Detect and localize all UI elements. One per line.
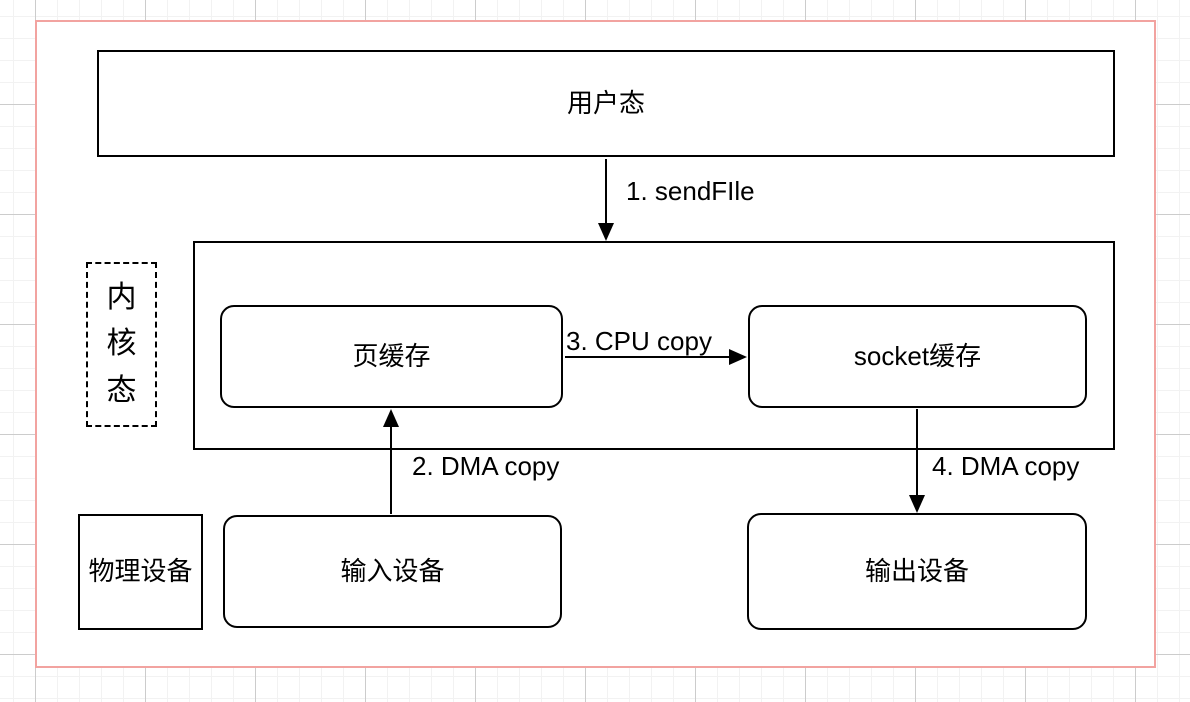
output-device-node[interactable]: 输出设备 <box>747 513 1087 630</box>
input-device-label: 输入设备 <box>340 555 445 586</box>
page-cache-node[interactable]: 页缓存 <box>220 305 563 408</box>
user-mode-label: 用户态 <box>566 87 645 118</box>
input-device-node[interactable]: 输入设备 <box>223 515 562 628</box>
socket-cache-node[interactable]: socket缓存 <box>748 305 1087 408</box>
physical-device-label: 物理设备 <box>88 556 193 587</box>
arrow-label-dma-copy-out: 4. DMA copy <box>932 451 1080 481</box>
output-device-label: 输出设备 <box>864 555 969 586</box>
socket-cache-label: socket缓存 <box>853 340 982 371</box>
arrow-label-dma-copy-in: 2. DMA copy <box>412 451 560 481</box>
page-cache-label: 页缓存 <box>352 340 431 371</box>
kernel-mode-label: 内核态 <box>106 280 137 407</box>
kernel-space-box[interactable] <box>193 241 1115 450</box>
user-mode-box[interactable]: 用户态 <box>97 50 1115 157</box>
kernel-mode-label-box[interactable]: 内核态 <box>86 262 157 427</box>
arrow-label-cpu-copy: 3. CPU copy <box>566 326 712 356</box>
arrow-label-sendfile: 1. sendFIle <box>626 176 755 206</box>
physical-device-label-box[interactable]: 物理设备 <box>78 514 203 630</box>
